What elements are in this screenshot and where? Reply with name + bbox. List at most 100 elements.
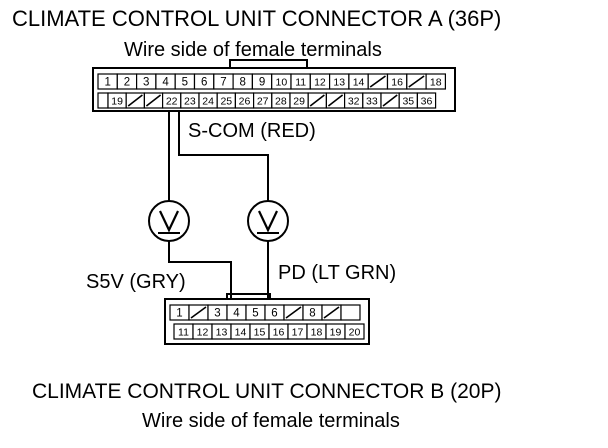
pin-number: 27	[257, 96, 269, 108]
pin-number: 24	[202, 96, 214, 108]
connector-a-row1-cell: 6	[193, 73, 215, 90]
connector-a-row1-cell	[367, 73, 389, 90]
unused-pin-slash	[285, 306, 302, 319]
connector-a-row2-cell: 28	[271, 92, 291, 109]
connector-a-row1-cell: 7	[213, 73, 234, 90]
pin-number: 23	[184, 96, 196, 108]
connector-a-row1-cell	[406, 73, 427, 90]
connector-b-row2-cell: 16	[268, 323, 289, 340]
connector-b-row1-cell: 3	[207, 304, 228, 321]
connector-a-latch	[229, 59, 308, 68]
connector-a-row2-cell: 24	[198, 92, 218, 109]
connector-a-row1-cell: 12	[309, 73, 331, 90]
connector-b-row2-cell: 19	[325, 323, 346, 340]
connector-b-row2-cell: 18	[306, 323, 327, 340]
connector-a-row1-cell: 13	[329, 73, 350, 90]
pin-number: 16	[391, 77, 403, 89]
pin-number: 1	[104, 77, 110, 89]
pin-number: 32	[348, 96, 360, 108]
connector-b-title: CLIMATE CONTROL UNIT CONNECTOR B (20P)	[32, 380, 502, 403]
connector-a-row2-cell: 25	[216, 92, 236, 109]
connector-b-row1-cell	[321, 304, 342, 321]
pin-number: 10	[276, 77, 288, 89]
connector-a-row2-cell: 26	[234, 92, 255, 109]
connector-a-row1-cell: 2	[116, 73, 138, 90]
connector-b-row1-cell	[340, 304, 361, 321]
pin-number: 11	[178, 327, 189, 339]
pin-number: 13	[216, 327, 228, 339]
connector-b-latch	[226, 293, 271, 299]
connector-a-row2-cell: 36	[416, 92, 437, 109]
pin-number: 12	[314, 77, 326, 89]
pin-number: 22	[166, 96, 178, 108]
connector-b-row1-cell: 6	[264, 304, 285, 321]
pin-number: 17	[292, 327, 304, 339]
connector-a-row1-cell: 1	[97, 73, 118, 90]
connector-b-subtitle: Wire side of female terminals	[142, 410, 400, 432]
connector-a-row1-cell: 14	[348, 73, 369, 90]
pin-number: 36	[421, 96, 433, 108]
unused-pin-slash	[145, 94, 162, 107]
connector-a-row2-cell: 22	[162, 92, 182, 109]
pin-number: 5	[252, 308, 258, 320]
unused-pin-slash	[382, 94, 398, 107]
pin-number: 11	[295, 77, 306, 89]
connector-b-row1-cell: 8	[302, 304, 323, 321]
connector-b-row1-cell: 4	[226, 304, 247, 321]
connector-b-row2-cell: 15	[249, 323, 270, 340]
pin-number: 19	[111, 96, 123, 108]
connector-a-row1-cell: 4	[155, 73, 176, 90]
connector-b-row1-cell	[188, 304, 209, 321]
pin-number: 16	[273, 327, 285, 339]
wires	[168, 110, 269, 300]
connector-a-row1-cell: 10	[271, 73, 292, 90]
pin-number: 19	[330, 327, 342, 339]
pin-number: 20	[349, 327, 361, 339]
voltmeter-right	[247, 200, 289, 242]
pin-number: 14	[235, 327, 247, 339]
connector-a-row1-cell: 18	[425, 73, 447, 90]
connector-b-row1-cell: 5	[245, 304, 266, 321]
pin-number: 6	[201, 77, 207, 89]
wire-scom	[178, 110, 269, 201]
pin-number: 35	[402, 96, 414, 108]
pin-number: 3	[143, 77, 149, 89]
pin-number: 18	[430, 77, 442, 89]
connector-b-row2-cell: 11	[173, 323, 194, 340]
connector-a-row1-cell: 8	[232, 73, 254, 90]
pin-number: 1	[176, 308, 182, 320]
pin-number: 33	[366, 96, 378, 108]
pin-number: 25	[220, 96, 232, 108]
pin-number: 4	[162, 77, 169, 89]
connector-a-row1-cell: 3	[136, 73, 157, 90]
unused-pin-slash	[309, 94, 325, 107]
unused-pin-slash	[327, 94, 344, 107]
connector-b-row2-cell: 13	[211, 323, 232, 340]
unused-pin-slash	[408, 75, 425, 88]
pin-number: 12	[197, 327, 209, 339]
pin-number: 18	[311, 327, 323, 339]
label-pd: PD (LT GRN)	[278, 262, 397, 284]
connector-a-row1-cell: 9	[251, 73, 273, 90]
pin-number: 2	[124, 77, 130, 89]
connector-a-row1-cell: 11	[290, 73, 311, 90]
connector-a-row2-cell	[307, 92, 328, 109]
connector-a-row2-cell: 19	[107, 92, 127, 109]
connector-b-row1-cell: 1	[169, 304, 190, 321]
unused-pin-slash	[127, 94, 143, 107]
connector-a-row2-cell: 33	[362, 92, 382, 109]
unused-pin-slash	[323, 306, 340, 319]
connector-b-row2-cell: 14	[230, 323, 251, 340]
connector-b-row1-cell	[283, 304, 304, 321]
label-s5v: S5V (GRY)	[86, 271, 186, 293]
connector-a-row2-cell: 35	[398, 92, 419, 109]
pin-number: 6	[271, 308, 277, 320]
pin-number: 14	[353, 77, 365, 89]
connector-a-row2-cell	[380, 92, 400, 109]
connector-a-row2-cell	[325, 92, 346, 109]
connector-a-row1-cell: 16	[386, 73, 408, 90]
connector-b-row2-cell: 17	[287, 323, 308, 340]
label-scom: S-COM (RED)	[188, 120, 316, 142]
